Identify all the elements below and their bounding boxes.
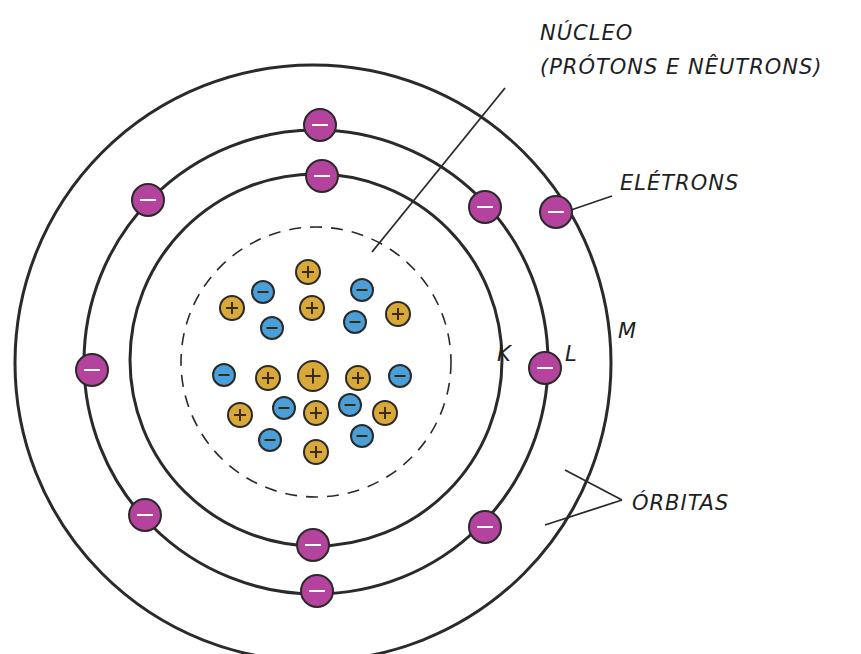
electron [529, 352, 561, 384]
electron [132, 184, 164, 216]
nucleus-label: NÚCLEO [540, 22, 633, 45]
electrons-label: ELÉTRONS [620, 172, 739, 195]
orbit-letter: L [565, 343, 578, 366]
electron [301, 575, 333, 607]
neutron [273, 397, 295, 419]
neutron [389, 365, 411, 387]
orbit-letter: K [497, 343, 512, 366]
orbit-k [130, 174, 502, 546]
orbit-l [84, 130, 548, 594]
nucleus-particles [213, 260, 411, 464]
electron [306, 160, 338, 192]
proton [386, 302, 410, 326]
electrons [76, 109, 572, 607]
electron [304, 109, 336, 141]
proton [256, 366, 280, 390]
nucleus-subtitle: (PRÓTONS E NÊUTRONS) [540, 56, 823, 79]
neutron [259, 429, 281, 451]
proton [373, 401, 397, 425]
orbits-label: ÓRBITAS [632, 492, 729, 515]
orbit-letter: M [618, 320, 637, 343]
proton [346, 366, 370, 390]
electron [129, 499, 161, 531]
neutron [339, 394, 361, 416]
neutron [351, 425, 373, 447]
electron [76, 354, 108, 386]
electron [540, 196, 572, 228]
orbit-m [15, 65, 611, 654]
proton [228, 403, 252, 427]
nucleus-boundary [181, 227, 451, 497]
neutron [351, 279, 373, 301]
proton [300, 296, 324, 320]
electron-leader [571, 196, 612, 210]
orbit-bracket [545, 470, 622, 525]
proton [298, 361, 328, 391]
electron [469, 191, 501, 223]
nucleus-leader [372, 88, 505, 252]
proton [296, 260, 320, 284]
proton [220, 296, 244, 320]
neutron [213, 364, 235, 386]
proton [304, 401, 328, 425]
electron [297, 529, 329, 561]
proton [304, 440, 328, 464]
neutron [252, 281, 274, 303]
neutron [261, 317, 283, 339]
electron [469, 511, 501, 543]
neutron [344, 311, 366, 333]
